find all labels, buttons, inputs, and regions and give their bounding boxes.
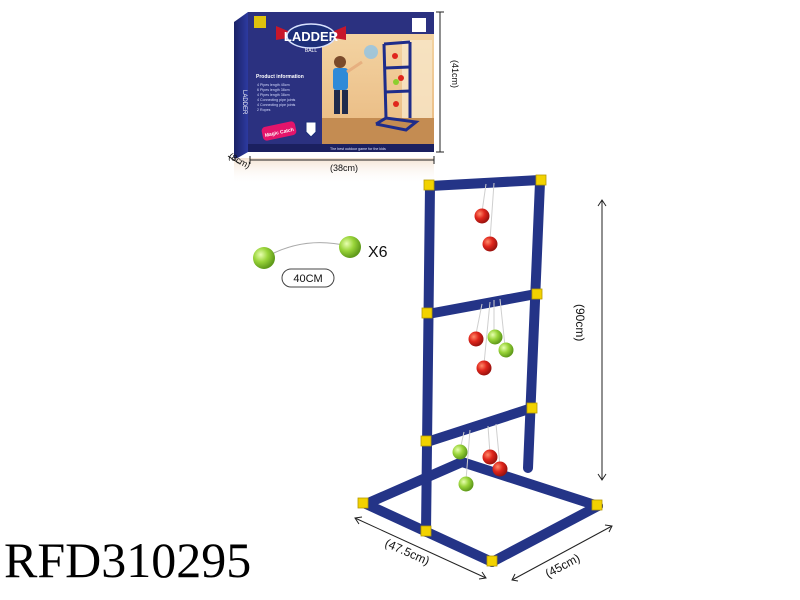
box-info-line: 4 Pipes length 38cm — [257, 93, 290, 97]
red-ball — [468, 331, 484, 347]
box-brand-corner — [254, 16, 266, 28]
red-ball — [482, 449, 498, 465]
bola-rope — [267, 242, 349, 257]
box-width-label: (38cm) — [330, 163, 358, 173]
box-side-panel — [234, 12, 248, 160]
joint-connector — [486, 555, 498, 567]
ladder-dimension-lines — [354, 199, 613, 582]
green-ball — [452, 444, 468, 460]
ladder-right-pole — [523, 177, 545, 473]
bola-quantity-label: X6 — [368, 244, 388, 261]
red-ball — [474, 208, 490, 224]
box-info-line: 4 Connecting pipe joints — [257, 98, 296, 102]
joint-connector — [526, 402, 538, 414]
box-age-tag — [412, 18, 426, 32]
base-right-bar — [487, 501, 603, 567]
box-badge: Magic Catch — [261, 121, 297, 141]
box-logo-text: LADDER — [284, 29, 339, 44]
ladder-rung-bottom — [422, 403, 537, 447]
bola-ball-right — [339, 236, 361, 258]
base-back-bar — [457, 457, 603, 511]
rope-length-badge — [281, 268, 335, 288]
shield-icon — [305, 121, 317, 138]
joint-connector — [420, 525, 432, 537]
rope-length-label: 40CM — [293, 273, 322, 285]
green-ball — [458, 476, 474, 492]
box-dimension-lines — [227, 11, 444, 165]
box-info-line: 4 Pipes length 45cm — [257, 83, 290, 87]
joint-connector — [420, 435, 432, 447]
base-depth-label: (45cm) — [543, 551, 583, 581]
red-ball — [476, 360, 492, 376]
joint-connector — [531, 288, 543, 300]
box-info-line: 6 Pipes length 38cm — [257, 88, 290, 92]
hanging-bolas — [452, 182, 514, 492]
red-ball — [492, 461, 508, 477]
box-info-line: 4 Connecting pipe joints — [257, 103, 296, 107]
joint-connector — [591, 499, 603, 511]
box-reflection — [234, 158, 434, 184]
green-ball — [498, 342, 514, 358]
box-logo-subtext: BALL — [305, 48, 317, 54]
box-height-label: (41cm) — [450, 60, 460, 88]
box-product-info: Product information 4 Pipes length 45cm … — [256, 74, 304, 112]
green-ball — [487, 329, 503, 345]
box-side-logo: LADDER — [241, 90, 247, 115]
joint-connector — [535, 174, 547, 186]
bola-ball-left — [253, 247, 275, 269]
box-info-heading: Product information — [256, 74, 304, 80]
joint-connector — [421, 307, 433, 319]
box-badge-text: Magic Catch — [264, 127, 294, 139]
box-logo: LADDER BALL — [276, 23, 346, 54]
bola — [253, 236, 361, 269]
joint-connector — [357, 497, 369, 509]
box-photo-ladder — [375, 40, 420, 132]
box-info-line: 2 Ropes — [257, 108, 271, 112]
box-footer-text: The best outdoor game for the kids — [330, 147, 386, 151]
ladder-height-label: (90cm) — [573, 304, 587, 341]
joint-connector — [423, 179, 435, 191]
ladder-rung-top — [425, 175, 545, 191]
box-photo-boy — [334, 56, 346, 68]
base-width-label: (47.5cm) — [383, 536, 432, 568]
red-ball — [482, 236, 498, 252]
base-left-bar — [361, 457, 467, 509]
package-box: LADDER LADDER — [234, 12, 434, 184]
product-code: RFD310295 — [4, 532, 252, 588]
